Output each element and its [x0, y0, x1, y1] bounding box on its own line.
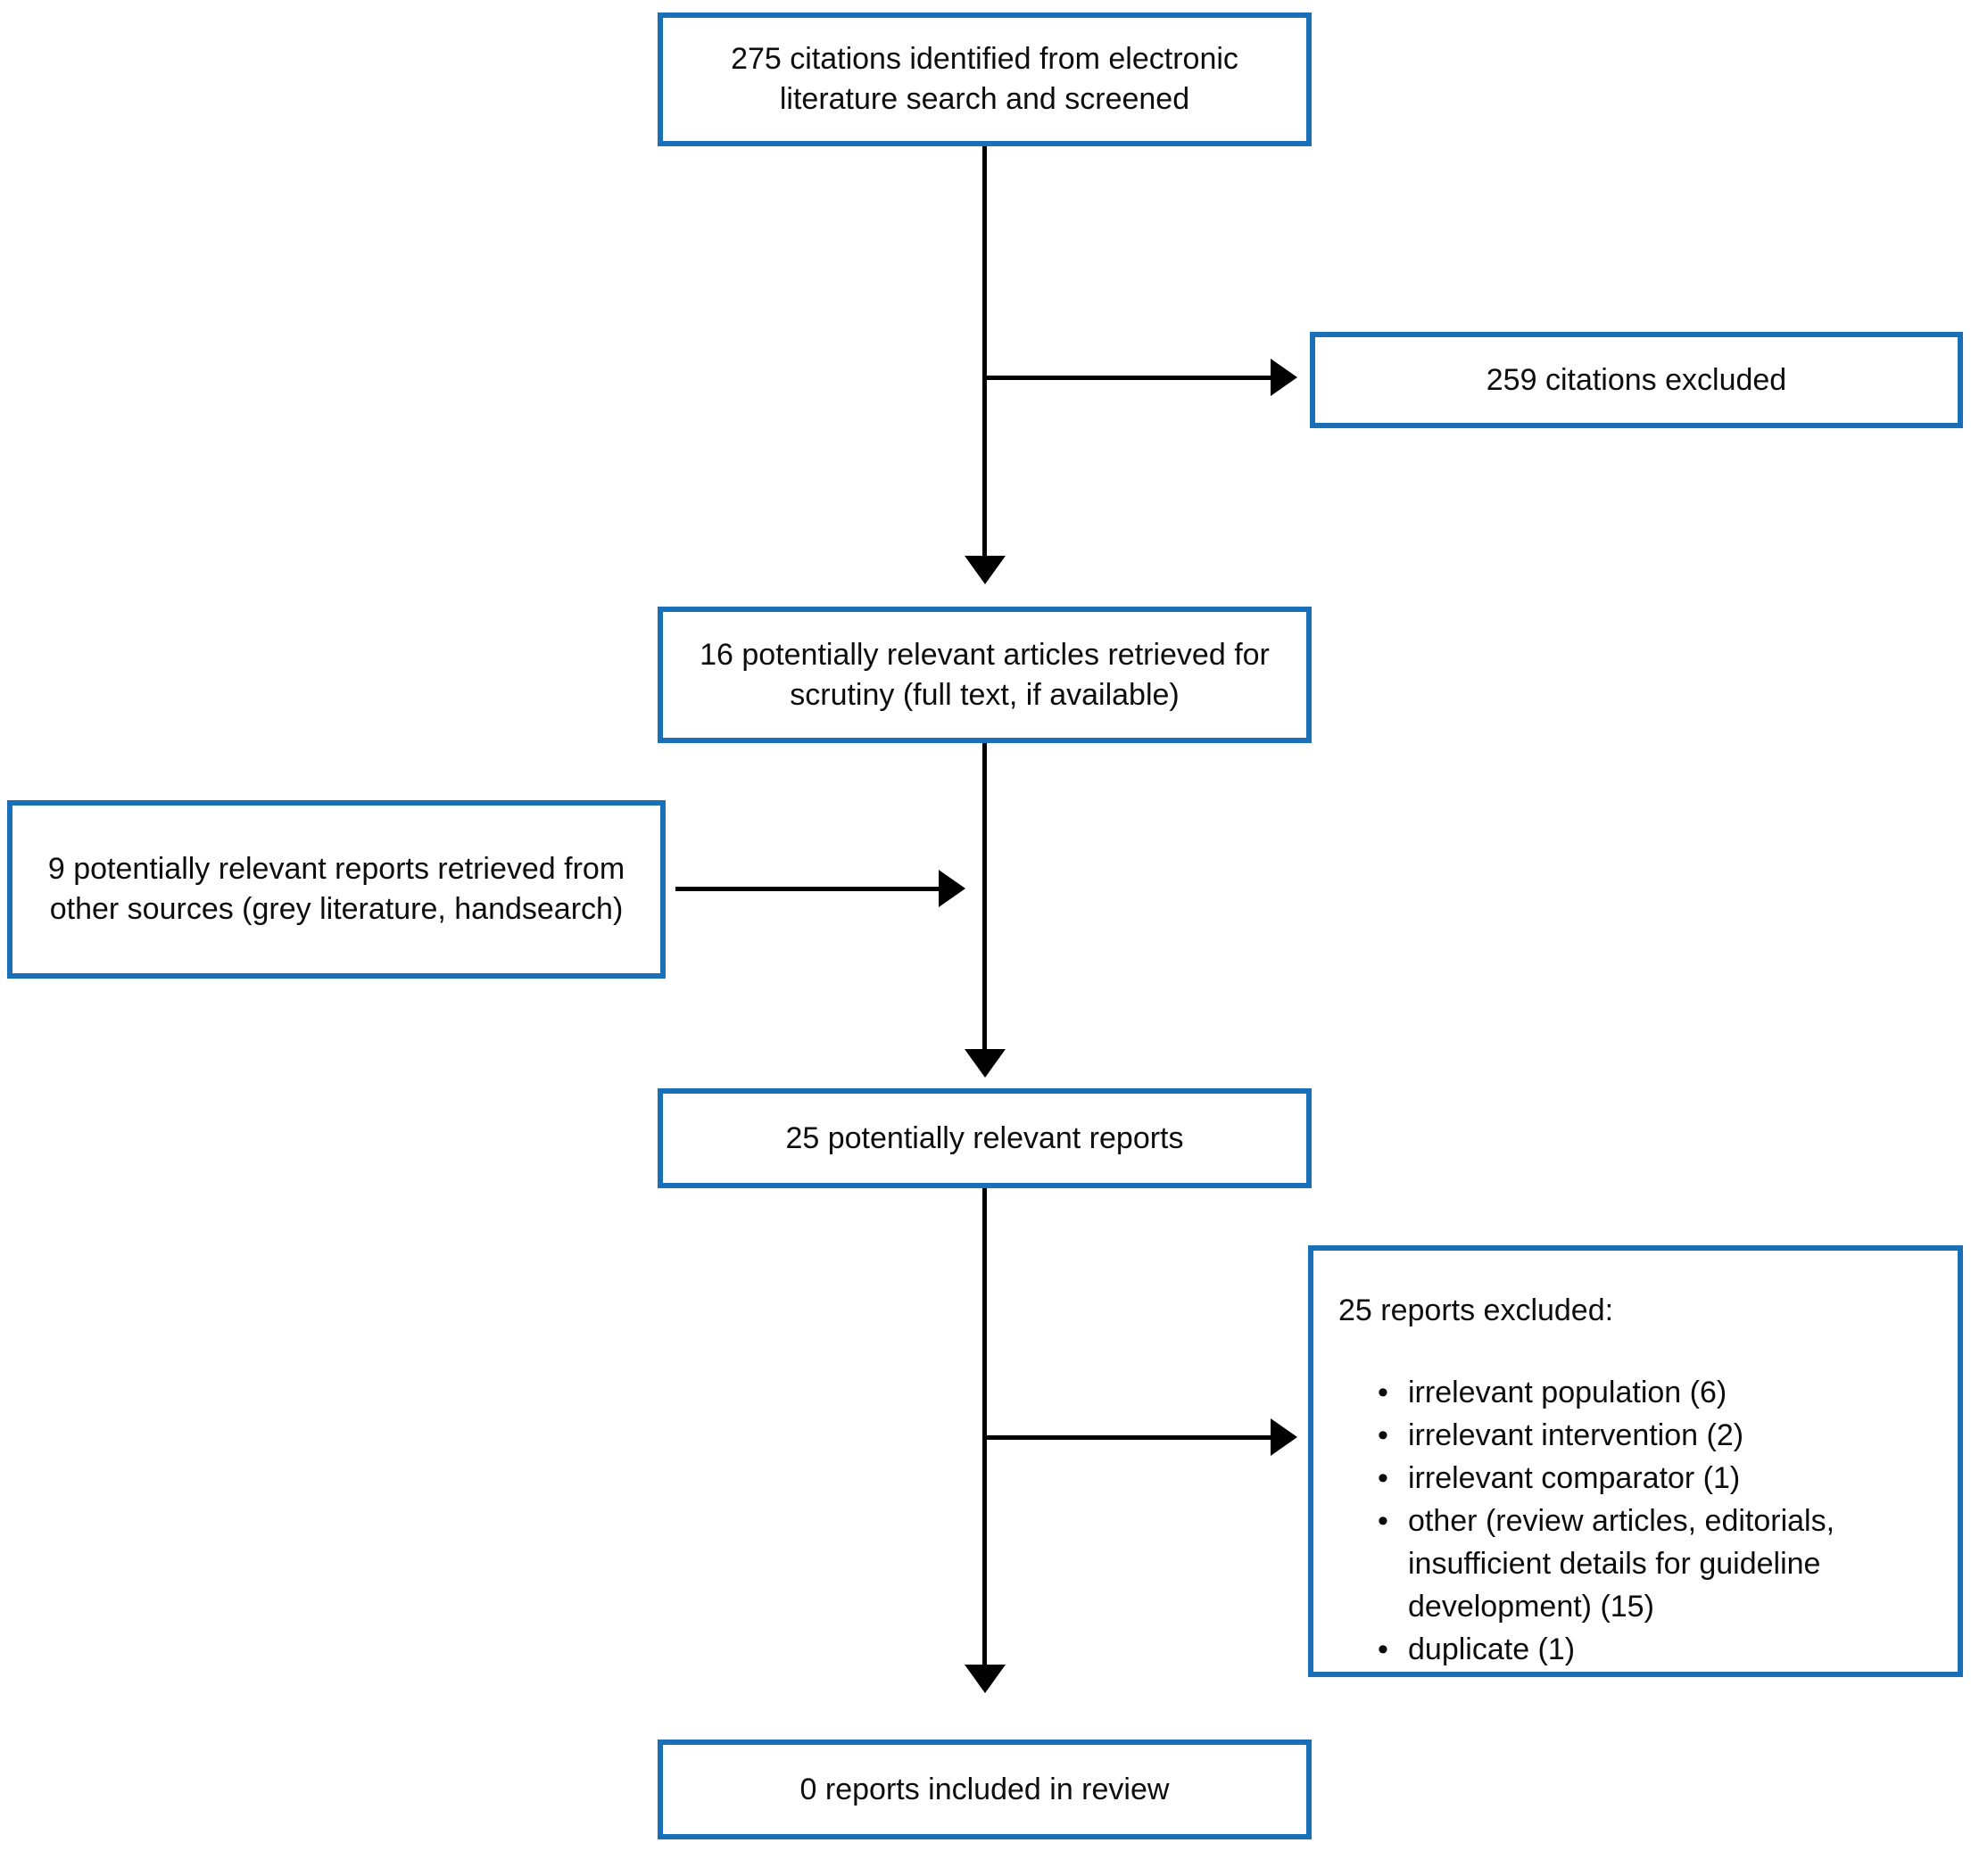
- connector-identified-to-retrieved-line: [982, 146, 987, 558]
- connector-to-citations-excluded-line: [982, 376, 1271, 380]
- arrow-right-icon: [939, 870, 965, 907]
- connector-other-sources-line: [675, 887, 939, 891]
- excluded-reason-item: duplicate (1): [1378, 1629, 1931, 1672]
- excluded-reason-item: irrelevant population (6): [1378, 1372, 1931, 1415]
- box-articles-retrieved-label: 16 potentially relevant articles retriev…: [700, 637, 1270, 712]
- box-citations-excluded: 259 citations excluded: [1310, 332, 1963, 428]
- reports-excluded-title: 25 reports excluded:: [1338, 1293, 1614, 1327]
- arrow-right-icon: [1271, 1418, 1297, 1456]
- box-articles-retrieved: 16 potentially relevant articles retriev…: [658, 607, 1312, 743]
- box-citations-excluded-label: 259 citations excluded: [1486, 362, 1787, 397]
- box-reports-excluded: 25 reports excluded: irrelevant populati…: [1308, 1245, 1963, 1677]
- connector-relevant-to-included-line: [982, 1188, 987, 1666]
- connector-to-reports-excluded-line: [982, 1435, 1271, 1440]
- excluded-reason-item: irrelevant comparator (1): [1378, 1458, 1931, 1500]
- excluded-reason-item: other (review articles, editorials, insu…: [1378, 1500, 1931, 1629]
- arrow-down-icon: [965, 556, 1006, 584]
- box-reports-included: 0 reports included in review: [658, 1740, 1312, 1839]
- box-citations-identified-label: 275 citations identified from electronic…: [731, 42, 1238, 116]
- box-reports-other-sources-label: 9 potentially relevant reports retrieved…: [47, 852, 625, 926]
- reports-excluded-reason-list: irrelevant population (6)irrelevant inte…: [1338, 1372, 1931, 1672]
- box-reports-included-label: 0 reports included in review: [799, 1772, 1170, 1806]
- box-potentially-relevant-reports: 25 potentially relevant reports: [658, 1088, 1312, 1188]
- excluded-reason-item: irrelevant intervention (2): [1378, 1415, 1931, 1458]
- arrow-down-icon: [965, 1049, 1006, 1078]
- box-potentially-relevant-reports-label: 25 potentially relevant reports: [785, 1120, 1184, 1155]
- arrow-down-icon: [965, 1665, 1006, 1693]
- box-citations-identified: 275 citations identified from electronic…: [658, 12, 1312, 146]
- box-reports-other-sources: 9 potentially relevant reports retrieved…: [7, 800, 666, 979]
- arrow-right-icon: [1271, 359, 1297, 396]
- connector-retrieved-to-relevant-line: [982, 743, 987, 1051]
